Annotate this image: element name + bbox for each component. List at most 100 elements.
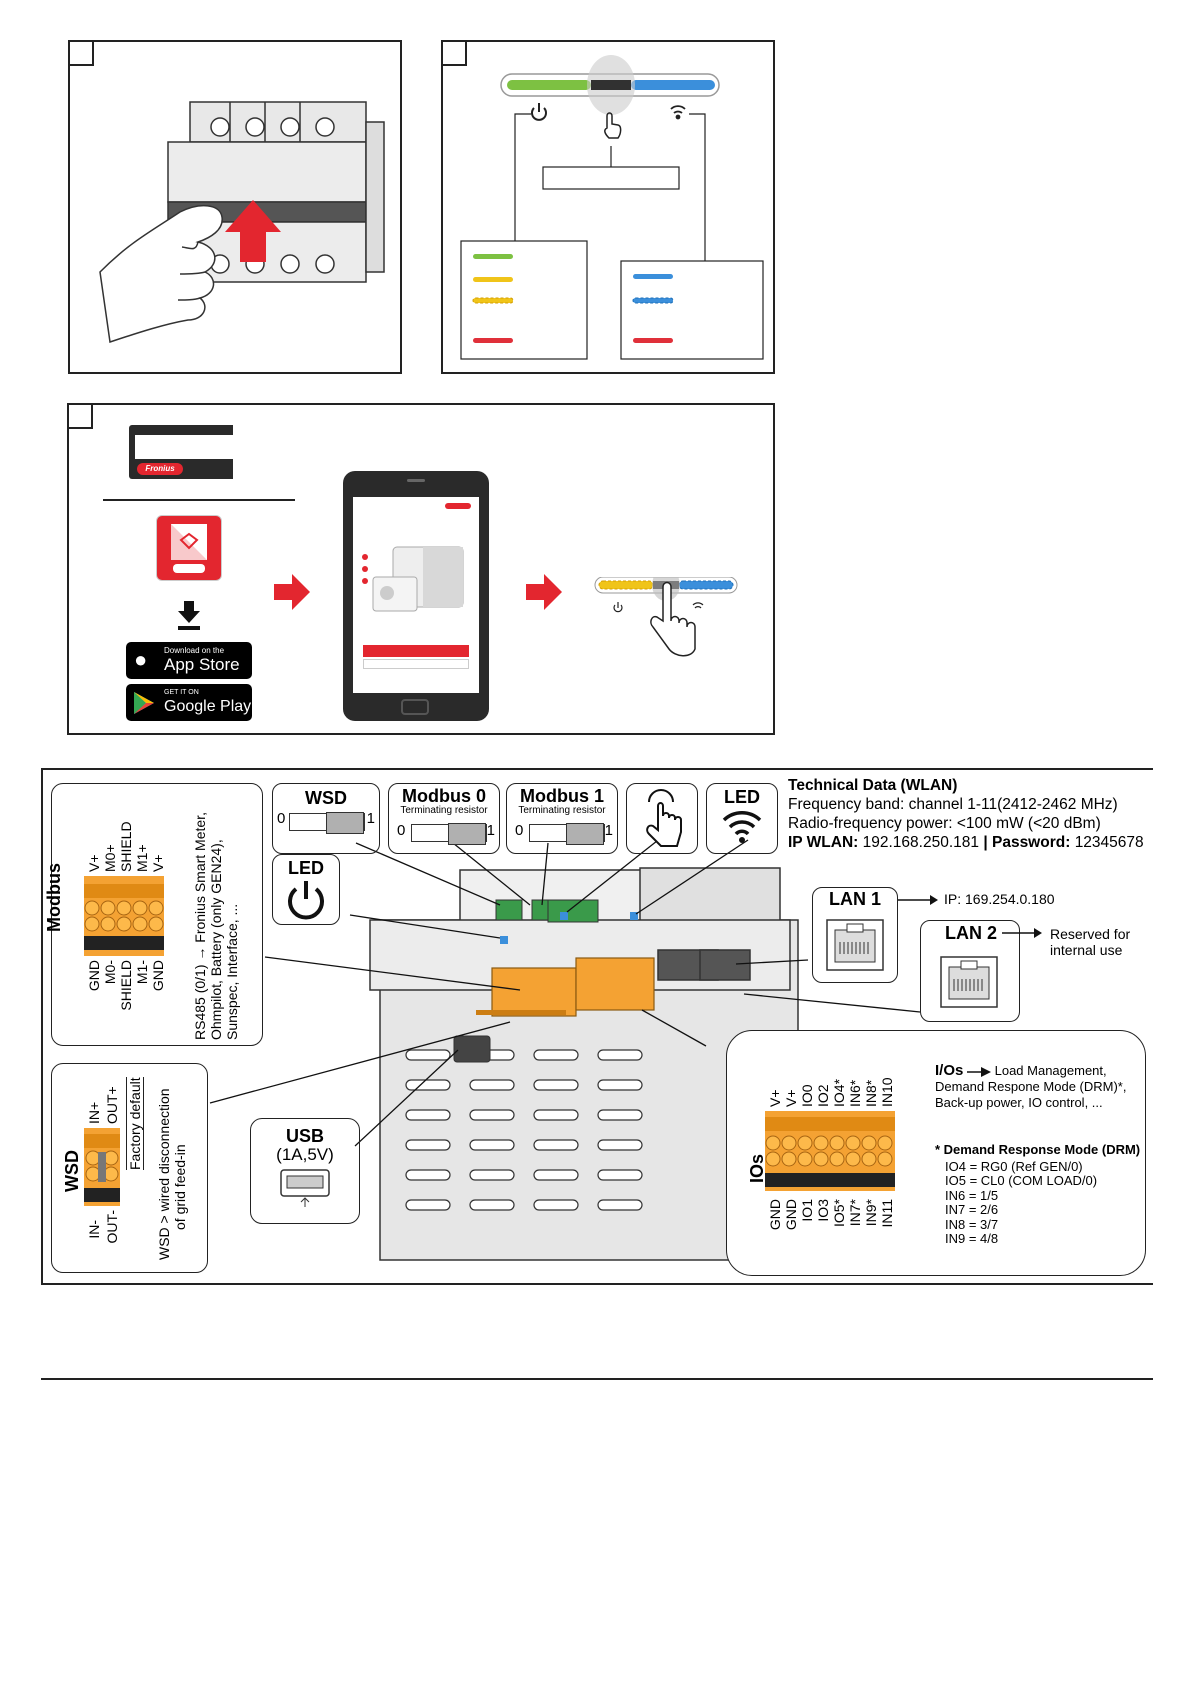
tech-title: Technical Data (WLAN) [788,777,958,794]
tech-line-2: Radio-frequency power: <100 mW (<20 dBm) [788,815,1101,832]
power-icon [613,602,623,613]
arrow-right-icon [526,574,562,615]
wsd-box: WSD IN+ OUT+ IN- OUT- Factory default WS… [51,1063,208,1273]
power-icon [288,881,324,920]
wifi-icon [670,105,686,120]
touch-icon[interactable] [627,784,697,853]
modbus-bottom-pin: SHIELD [118,960,134,1011]
ios-bottom-pin: IO3 [815,1199,831,1222]
wifi-icon [722,811,762,843]
ios-desc: I/Os Load Management, Demand Respone Mod… [935,1062,1127,1111]
usb-box: USB (1A,5V) [250,1118,360,1224]
led-bar-touch [594,577,738,657]
ios-top-pin: IO0 [799,1084,815,1107]
lan2-box: LAN 2 [920,920,1020,1022]
wsd-top-pin: OUT+ [104,1086,120,1124]
ios-top-pin: IO2 [815,1084,831,1107]
ethernet-port-icon [940,956,998,1008]
inverter-illustration [362,546,464,612]
usb-sub: (1A,5V) [276,1145,334,1164]
wlan-status-leds [632,274,674,343]
label-placeholder [542,166,680,190]
wsd-desc-1: WSD > wired disconnection [156,1088,172,1260]
wsd-dip-switch[interactable] [289,812,365,834]
wsd-switch-box: WSD 0 1 [272,783,380,854]
phone-button-secondary[interactable] [363,659,469,669]
phone-home-button [401,699,429,715]
modbus-top-pin: SHIELD [118,821,134,872]
technical-data: Technical Data (WLAN) Frequency band: ch… [788,776,1158,852]
ethernet-port-icon [826,919,884,971]
power-status-leds [472,254,514,343]
page-divider [41,1378,1153,1380]
ios-top-pin: IO4* [831,1078,847,1107]
modbus1-dip-switch[interactable] [529,823,605,845]
wsd-switch-title: WSD [305,788,347,808]
divider [103,499,295,501]
ios-bottom-pin: GND [783,1199,799,1231]
modbus-desc-2: Ohmpilot, Battery (only GEN24), [208,839,224,1040]
phone-button[interactable] [363,645,469,657]
touch-button-box [626,783,698,854]
ios-top-pin: IN6* [847,1079,863,1107]
ios-box: IOs V+ V+ IO0 IO2 IO4* IN6* IN8* IN10 GN… [726,1030,1146,1276]
ios-arrow-icon [966,1066,991,1077]
modbus0-dip-switch[interactable] [411,823,487,845]
fronius-logo: Fronius [137,463,183,475]
power-icon [531,103,547,121]
usb-port-icon [280,1169,330,1207]
apple-icon: ● [134,647,148,672]
led-wifi-box: LED [706,783,778,854]
google-play-badge[interactable]: GET IT ON Google Play [126,684,252,721]
tech-line-3: IP WLAN: 192.168.250.181 | Password: 123… [788,834,1144,851]
app-store-badge[interactable]: ● Download on the App Store [126,642,252,679]
ios-bottom-pin: IN7* [847,1199,863,1227]
device-label: Fronius [129,425,233,479]
modbus-desc-1: RS485 (0/1) → Fronius Smart Meter, [192,812,208,1040]
solarweb-app-icon[interactable] [156,515,222,581]
ios-top-pin: V+ [767,1089,783,1107]
step-checkbox [443,42,467,66]
usb-title: USB [285,1126,324,1146]
ios-bottom-pin: IO1 [799,1199,815,1222]
led-power-box: LED [272,854,340,925]
modbus-top-pin: M1+ [134,844,150,872]
ios-bottom-pin: GND [767,1199,783,1231]
arrow-right-icon [274,574,310,615]
usb-port-board [453,1035,491,1063]
ios-bottom-pin: IN11 [879,1199,895,1228]
modbus-box: Modbus V+ M0+ SHIELD M1+ V+ GND M0- SHIE… [44,783,263,1046]
lan1-box: LAN 1 [812,887,898,983]
lan1-note: IP: 169.254.0.180 [944,891,1055,907]
led-bar [500,55,720,115]
lan2-note-1: Reserved for [1050,926,1131,942]
wsd-box-title: WSD [62,1150,82,1192]
hand-illustration [99,205,223,343]
vent-slots [405,1049,643,1211]
ios-top-pin: IN8* [863,1079,879,1107]
modbus-terminal [84,876,164,956]
dip-switches [495,899,638,944]
modbus-bottom-pin: GND [150,960,166,992]
lan2-arrow-icon [1002,928,1042,938]
modbus-top-pin: M0+ [102,844,118,872]
wsd-bottom-pin: IN- [86,1220,102,1239]
wsd-desc-2: of grid feed-in [172,1144,188,1230]
ios-top-pin: IN10 [879,1077,895,1107]
hand-icon [650,581,696,657]
step-checkbox [69,405,93,429]
factory-default-label: Factory default [126,1077,144,1170]
panel-breaker [68,40,402,374]
wsd-top-pin: IN+ [86,1101,102,1124]
tech-line-1: Frequency band: channel 1-11(2412-2462 M… [788,796,1118,813]
modbus-bottom-pin: M1- [134,960,150,985]
modbus-desc-3: Sunspec, Interface, ... [224,903,240,1040]
touch-icon [604,112,622,139]
panel-app-setup: Fronius ● Download on the App Store GET … [67,403,775,735]
modbus0-box: Modbus 0 Terminating resistor 0 1 [388,783,500,854]
ios-bottom-pin: IN9* [863,1199,879,1227]
phone-screen [353,497,479,693]
modbus-bottom-pin: GND [86,960,102,992]
ios-bottom-pin: IO5* [831,1199,847,1228]
step-checkbox [70,42,94,66]
